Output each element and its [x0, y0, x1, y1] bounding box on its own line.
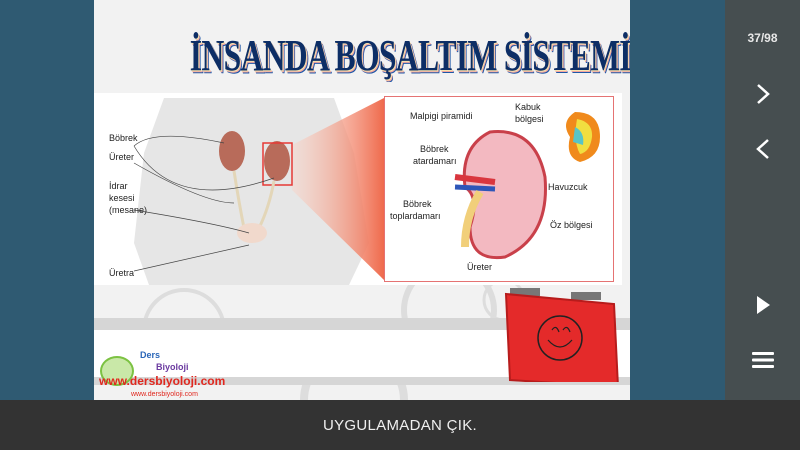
- excretory-system-diagram: Böbrek Üreter İdrar kesesi (mesane) Üret…: [94, 93, 622, 285]
- label-malpighi: Malpigi piramidi: [410, 111, 473, 121]
- label-artery-1: Böbrek: [420, 144, 449, 154]
- label-ureter: Üreter: [109, 152, 135, 162]
- logo-url-small: www.dersbiyoloji.com: [131, 391, 198, 398]
- play-button[interactable]: [747, 289, 779, 321]
- label-vein-1: Böbrek: [403, 199, 432, 209]
- play-icon: [757, 296, 770, 314]
- exit-app-button[interactable]: UYGULAMADAN ÇIK.: [323, 416, 477, 434]
- label-kidney: Böbrek: [109, 133, 138, 143]
- label-bladder-3: (mesane): [109, 205, 148, 215]
- next-slide-button[interactable]: [747, 78, 779, 110]
- logo-url: www.dersbiyoloji.com: [99, 374, 226, 388]
- leaf-logo-icon: [100, 356, 134, 386]
- logo-line2: Biyoloji: [156, 362, 189, 372]
- label-urethra: Üretra: [109, 268, 135, 278]
- sidebar: 37/98: [725, 0, 800, 400]
- label-artery-2: atardamarı: [413, 156, 457, 166]
- menu-button[interactable]: [747, 344, 779, 376]
- logo-line1: Ders: [140, 350, 161, 360]
- bottom-bar: UYGULAMADAN ÇIK.: [0, 400, 800, 450]
- label-medulla: Öz bölgesi: [550, 220, 593, 230]
- chevron-right-icon: [757, 84, 770, 104]
- label-pelvis: Havuzcuk: [548, 182, 588, 192]
- label-cortex-1: Kabuk: [515, 102, 541, 112]
- prev-slide-button[interactable]: [747, 133, 779, 165]
- label-vein-2: toplardamarı: [390, 211, 441, 221]
- slide-title: İNSANDA BOŞALTIM SİSTEMİ: [189, 31, 630, 80]
- menu-icon: [752, 352, 774, 368]
- label-bladder-2: kesesi: [109, 193, 135, 203]
- label-bladder-1: İdrar: [109, 181, 128, 191]
- first-aid-kit-button[interactable]: [496, 282, 626, 382]
- label-kidney-ureter: Üreter: [467, 262, 493, 272]
- body-illustration: [133, 98, 384, 285]
- kidney-cross-section: [454, 112, 600, 260]
- page-counter: 37/98: [747, 31, 778, 45]
- label-cortex-2: bölgesi: [515, 114, 544, 124]
- chevron-left-icon: [756, 139, 769, 159]
- ders-biyoloji-logo: Ders Biyoloji www.dersbiyoloji.com www.d…: [96, 350, 226, 400]
- presentation-slide: İNSANDA BOŞALTIM SİSTEMİ Böbrek Üreter İ…: [94, 0, 630, 400]
- kidney-zoom-box: Malpigi piramidi Kabuk bölgesi Böbrek at…: [384, 96, 614, 282]
